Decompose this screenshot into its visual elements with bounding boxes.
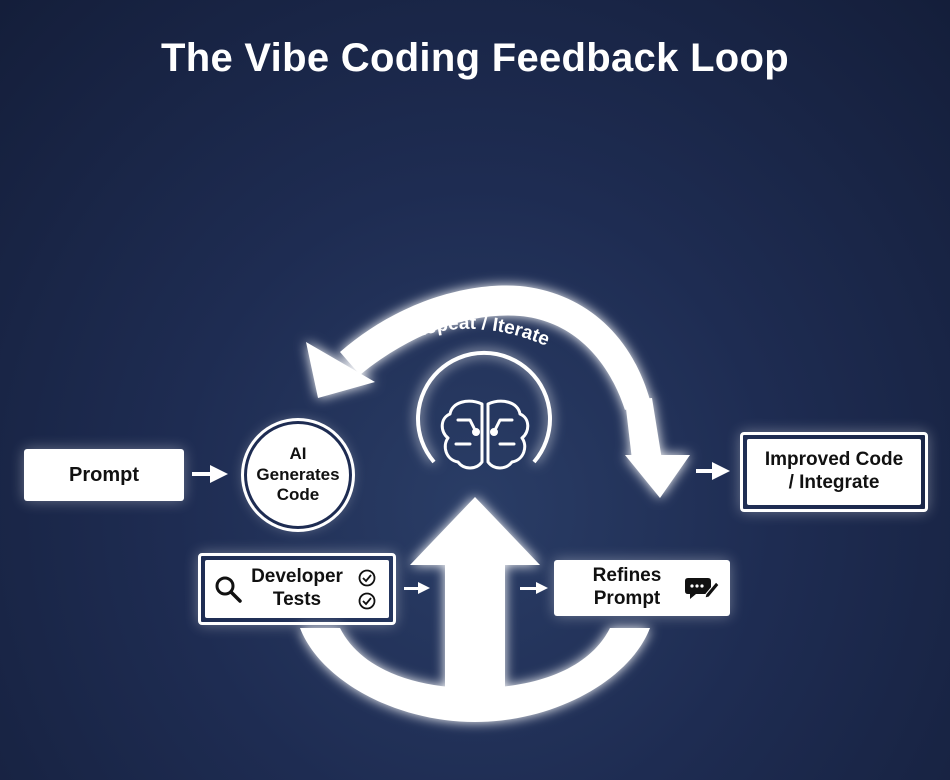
magnifier-icon bbox=[215, 576, 242, 603]
ai-label-line1: AI bbox=[289, 444, 307, 464]
ai-generates-node: AI Generates Code bbox=[241, 418, 355, 532]
check-circle-icon bbox=[358, 569, 376, 587]
developer-tests-node: Developer Tests bbox=[205, 560, 389, 618]
bottom-arc bbox=[300, 628, 650, 722]
brain-icon bbox=[440, 399, 530, 470]
repeat-arrowhead-left bbox=[306, 342, 375, 398]
check-circle-icon bbox=[358, 592, 376, 610]
refines-prompt-label: Refines Prompt bbox=[572, 565, 682, 611]
page-title: The Vibe Coding Feedback Loop bbox=[160, 36, 790, 80]
refines-label-line1: Refines bbox=[592, 565, 662, 586]
prompt-node: Prompt bbox=[24, 449, 184, 501]
refines-prompt-node: Refines Prompt bbox=[554, 560, 730, 616]
up-arrow bbox=[410, 497, 540, 700]
improved-code-node: Improved Code / Integrate bbox=[747, 439, 921, 505]
prompt-label: Prompt bbox=[69, 464, 139, 486]
connector-arrows bbox=[192, 462, 730, 594]
improved-label-line2: / Integrate bbox=[788, 472, 880, 493]
arrow-to-improved bbox=[696, 462, 730, 480]
dev-label-line2: Tests bbox=[272, 588, 322, 610]
chat-edit-icon bbox=[685, 578, 720, 599]
arrow-center-to-refines bbox=[520, 582, 548, 594]
dev-label-line1: Developer bbox=[251, 566, 343, 587]
brain-ring bbox=[416, 351, 552, 464]
loop-label: Repeat / Iterate bbox=[409, 313, 553, 351]
arrow-prompt-to-ai bbox=[192, 465, 228, 483]
ai-label-line3: Code bbox=[276, 485, 320, 505]
developer-tests-label: Developer Tests bbox=[245, 566, 349, 612]
improved-label-line1: Improved Code bbox=[764, 449, 904, 471]
repeat-arrow bbox=[306, 285, 690, 498]
repeat-arrowhead-down bbox=[625, 455, 690, 498]
developer-tests-frame bbox=[198, 553, 396, 625]
arrow-dev-to-center bbox=[404, 582, 430, 594]
refines-label-line2: Prompt bbox=[593, 587, 661, 609]
ai-label-line2: Generates bbox=[256, 464, 340, 484]
improved-code-frame bbox=[740, 432, 928, 512]
